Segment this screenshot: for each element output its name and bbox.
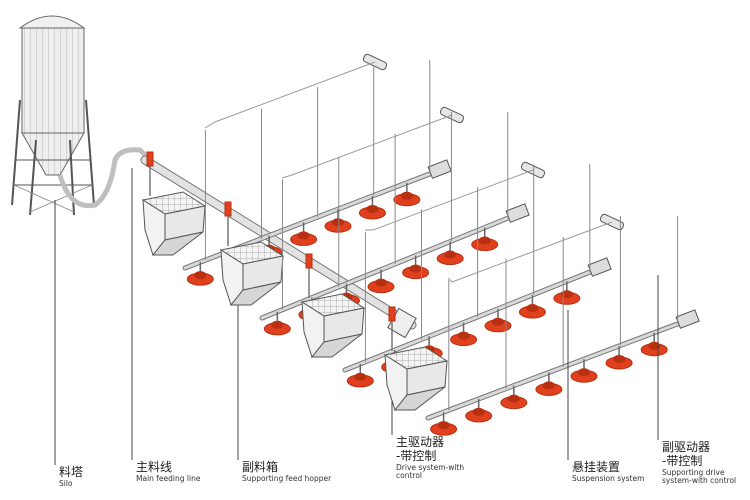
label-aux-drive-zh2: -带控制 bbox=[662, 453, 703, 468]
feeder-pan-cone bbox=[271, 320, 284, 329]
feeder-pan-cone bbox=[492, 317, 504, 326]
feed-line-4 bbox=[425, 309, 700, 436]
feeder-pan-cone bbox=[437, 421, 450, 430]
feeder-pan-cone bbox=[507, 394, 520, 403]
label-aux-drive-en2: system-with control bbox=[662, 476, 737, 486]
hopper-bottom bbox=[393, 386, 446, 411]
hopper-bottom bbox=[151, 231, 204, 256]
silo bbox=[11, 15, 95, 216]
level-sensor bbox=[146, 151, 154, 167]
feeder-pan-cone bbox=[457, 331, 470, 340]
feeder-pan-cone bbox=[472, 407, 485, 416]
feeder-pan-cone bbox=[542, 381, 555, 390]
label-hopper-zh: 副料箱 bbox=[242, 460, 279, 474]
aux-drive-unit bbox=[427, 159, 452, 179]
suspension-set-2 bbox=[281, 106, 509, 310]
feeder-pan-cone bbox=[478, 236, 491, 245]
feeder-pan-cone bbox=[526, 304, 539, 313]
label-drive-zh: 主驱动器 bbox=[396, 435, 445, 449]
feed-pipe-inner bbox=[343, 266, 602, 372]
suspension-set-4 bbox=[447, 213, 679, 411]
feed-hopper-4 bbox=[383, 306, 449, 412]
supporting-feed-hoppers bbox=[141, 151, 449, 412]
feeder-pan-cone bbox=[400, 191, 413, 200]
label-silo-en: Silo bbox=[59, 478, 73, 488]
feed-hopper-3 bbox=[300, 253, 366, 359]
level-sensor bbox=[224, 201, 232, 217]
feeder-pan-cone bbox=[648, 341, 661, 350]
label-main-line-en: Main feeding line bbox=[136, 473, 201, 483]
suspension-cables bbox=[204, 53, 679, 411]
aux-drive-unit bbox=[675, 309, 700, 329]
label-drive-zh2: -带控制 bbox=[396, 448, 437, 463]
label-aux-drive: 副驱动器 -带控制 Supporting drive system-with c… bbox=[662, 440, 737, 486]
aux-drive-unit bbox=[587, 257, 612, 277]
label-hopper: 副料箱 Supporting feed hopper bbox=[242, 460, 332, 483]
feed-pipe-inner bbox=[426, 318, 690, 420]
label-suspension-en: Suspension system bbox=[572, 473, 645, 483]
label-hopper-en: Supporting feed hopper bbox=[242, 473, 332, 483]
aux-drive-unit bbox=[505, 203, 530, 223]
label-drive: 主驱动器 -带控制 Drive system-with control bbox=[396, 435, 465, 481]
feed-line-3 bbox=[342, 257, 612, 388]
feeder-pan-cone bbox=[297, 231, 310, 240]
label-aux-drive-zh: 副驱动器 bbox=[662, 440, 711, 454]
cable-run bbox=[204, 61, 376, 129]
label-main-line: 主料线 Main feeding line bbox=[136, 460, 201, 483]
hopper-bottom bbox=[229, 281, 282, 306]
feed-hopper-2 bbox=[219, 201, 285, 307]
label-suspension: 悬挂装置 Suspension system bbox=[572, 460, 645, 483]
label-drive-en2: control bbox=[396, 471, 422, 481]
level-sensor bbox=[388, 306, 396, 322]
feeder-pan-cone bbox=[444, 250, 457, 259]
feeder-pan-cone bbox=[613, 354, 626, 363]
leader-lines bbox=[54, 168, 659, 465]
label-suspension-zh: 悬挂装置 bbox=[572, 460, 621, 474]
suspension-set-3 bbox=[364, 161, 591, 362]
feeder-pan-cone bbox=[194, 271, 207, 280]
feed-line-1 bbox=[182, 159, 452, 286]
label-silo-zh: 料塔 bbox=[59, 465, 84, 479]
hopper-bottom bbox=[310, 333, 363, 358]
label-silo: 料塔 Silo bbox=[59, 465, 84, 488]
feed-lines bbox=[182, 159, 700, 436]
cable-run bbox=[281, 114, 453, 179]
label-aux-drive-en: Supporting drive bbox=[662, 467, 725, 477]
feeder-pan-cone bbox=[560, 290, 573, 299]
feeder-pan-cone bbox=[366, 204, 379, 213]
feed-pipe-inner bbox=[260, 212, 520, 320]
feeder-pan-cone bbox=[578, 368, 590, 377]
feed-hopper-1 bbox=[141, 151, 207, 257]
feeder-pan-cone bbox=[354, 372, 367, 381]
silo-feed-pipe bbox=[57, 147, 152, 209]
cable-run bbox=[447, 221, 613, 283]
feeder-pan-cone bbox=[409, 264, 422, 273]
suspension-set-1 bbox=[204, 53, 431, 261]
label-main-line-zh: 主料线 bbox=[136, 460, 173, 474]
feeder-pan-cone bbox=[332, 218, 344, 227]
cable-run bbox=[365, 169, 534, 231]
level-sensor bbox=[305, 253, 313, 269]
feeder-pan-cone bbox=[375, 278, 388, 287]
label-drive-en: Drive system-with bbox=[396, 462, 465, 472]
